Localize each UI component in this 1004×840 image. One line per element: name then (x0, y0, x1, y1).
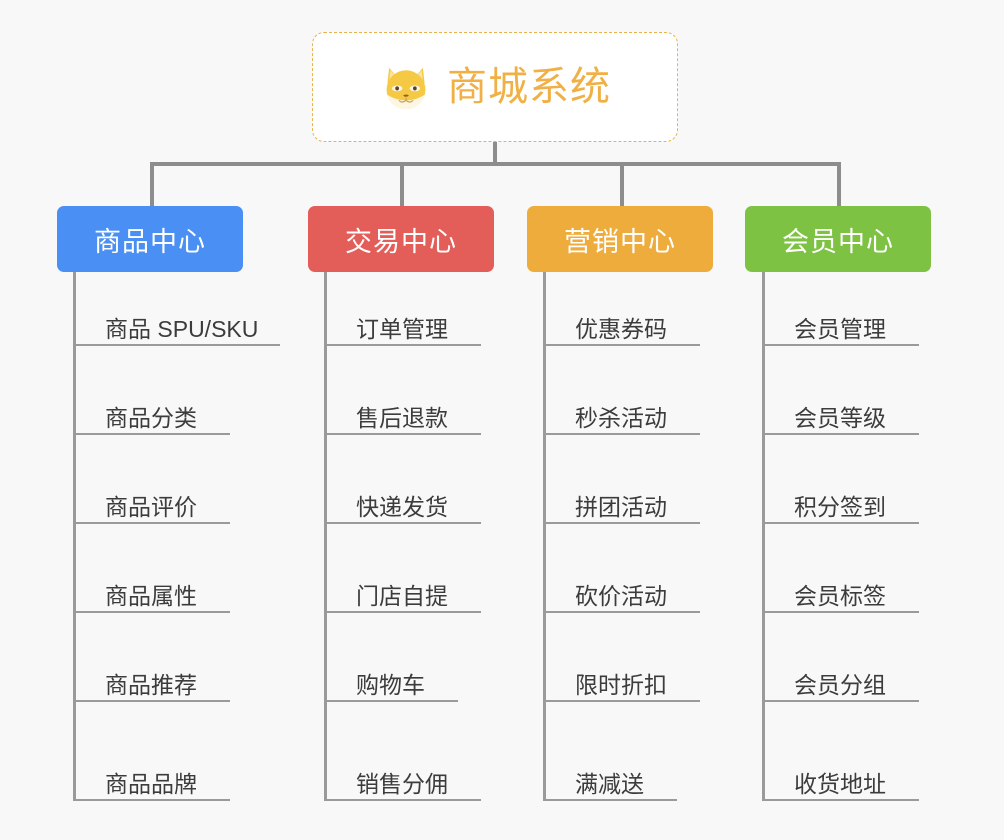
connector-drop-4 (837, 162, 841, 208)
leaf-underline (324, 433, 481, 435)
leaf-spine (73, 272, 76, 801)
shiba-dog-face-icon (386, 67, 426, 111)
leaf-underline (324, 611, 481, 613)
leaf-label: 订单管理 (356, 315, 448, 342)
leaf-underline (73, 799, 230, 801)
branch-label: 交易中心 (345, 226, 457, 257)
leaf-underline (762, 611, 919, 613)
connector-drop-3 (620, 162, 624, 208)
leaf-underline (543, 522, 700, 524)
leaf-underline (73, 611, 230, 613)
branch-node-1[interactable]: 交易中心 (308, 206, 494, 272)
leaf-underline (73, 700, 230, 702)
root-node[interactable]: 商城系统 (312, 32, 678, 142)
branch-label: 商品中心 (94, 226, 206, 257)
leaf-underline (543, 344, 700, 346)
leaf-underline (762, 344, 919, 346)
leaf-underline (762, 522, 919, 524)
leaf-label: 商品属性 (105, 582, 197, 609)
leaf-underline (543, 799, 677, 801)
branch-node-0[interactable]: 商品中心 (57, 206, 243, 272)
leaf-spine (762, 272, 765, 801)
leaf-label: 秒杀活动 (575, 404, 667, 431)
leaf-underline (324, 799, 481, 801)
leaf-label: 砍价活动 (575, 582, 667, 609)
leaf-underline (543, 700, 700, 702)
branch-node-3[interactable]: 会员中心 (745, 206, 931, 272)
leaf-underline (762, 799, 919, 801)
leaf-label: 商品评价 (105, 493, 197, 520)
leaf-label: 快递发货 (356, 493, 448, 520)
leaf-label: 限时折扣 (575, 671, 667, 698)
leaf-label: 积分签到 (794, 493, 886, 520)
leaf-underline (73, 433, 230, 435)
leaf-label: 购物车 (356, 671, 425, 698)
leaf-underline (543, 611, 700, 613)
leaf-underline (762, 433, 919, 435)
leaf-label: 商品 SPU/SKU (105, 315, 259, 342)
leaf-underline (324, 700, 458, 702)
leaf-underline (762, 700, 919, 702)
leaf-underline (324, 522, 481, 524)
connector-root-stem (493, 142, 497, 164)
leaf-spine (543, 272, 546, 801)
leaf-label: 优惠券码 (575, 315, 667, 342)
leaf-label: 会员管理 (794, 315, 886, 342)
leaf-label: 收货地址 (794, 770, 886, 797)
connector-drop-2 (400, 162, 404, 208)
connector-horizontal-bus (150, 162, 841, 166)
leaf-label: 拼团活动 (575, 493, 667, 520)
leaf-underline (324, 344, 481, 346)
branch-label: 会员中心 (782, 226, 894, 257)
leaf-label: 会员标签 (794, 582, 886, 609)
leaf-label: 售后退款 (356, 404, 448, 431)
leaf-label: 会员等级 (794, 404, 886, 431)
leaf-label: 商品分类 (105, 404, 197, 431)
branch-node-2[interactable]: 营销中心 (527, 206, 713, 272)
leaf-label: 销售分佣 (356, 770, 448, 797)
connector-drop-1 (150, 162, 154, 208)
leaf-label: 商品推荐 (105, 671, 197, 698)
leaf-underline (73, 522, 230, 524)
leaf-label: 满减送 (575, 770, 644, 797)
leaf-label: 商品品牌 (105, 770, 197, 797)
root-title: 商城系统 (447, 65, 611, 109)
leaf-label: 门店自提 (356, 582, 448, 609)
leaf-spine (324, 272, 327, 801)
leaf-label: 会员分组 (794, 671, 886, 698)
leaf-underline (543, 433, 700, 435)
leaf-underline (73, 344, 280, 346)
branch-label: 营销中心 (564, 226, 676, 257)
